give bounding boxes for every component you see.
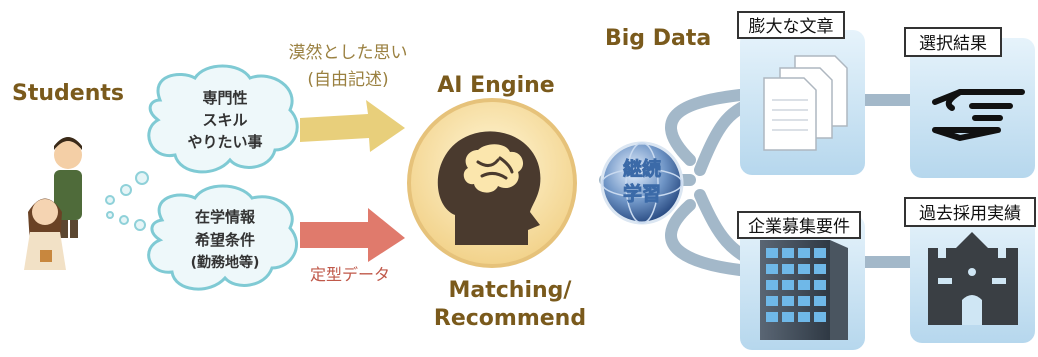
document-stack-icon (763, 55, 848, 151)
card-selection-tag (904, 27, 1002, 57)
card-history (910, 208, 1035, 343)
arrow-top-line-2: (自由記述) (307, 70, 388, 90)
castle-icon (928, 232, 1018, 325)
globe-icon: 継続 学習 (600, 141, 684, 225)
bubble-top-line-3: やりたい事 (187, 133, 262, 151)
thought-bubble-skills: 専門性 スキル やりたい事 (147, 64, 299, 174)
bubble-bottom-line-2: 希望条件 (195, 231, 255, 249)
arrow-bottom-label: 定型データ (310, 265, 390, 284)
engine-title: AI Engine (437, 73, 554, 98)
card-company-label: 企業募集要件 (748, 217, 850, 237)
card-company-tag (737, 211, 861, 239)
bubble-top-line-1: 専門性 (202, 89, 247, 107)
thought-dots (105, 171, 149, 231)
card-company (740, 215, 865, 350)
bubble-bottom-line-1: 在学情報 (195, 208, 256, 226)
ai-engine (407, 98, 577, 268)
thought-bubble-conditions: 在学情報 希望条件 (勤務地等) (147, 184, 298, 291)
big-data-label: Big Data (605, 26, 711, 51)
arrow-free-text (300, 100, 405, 152)
card-documents-tag (737, 11, 845, 39)
students-label: Students (12, 81, 124, 106)
bubble-top-line-2: スキル (202, 111, 247, 129)
card-selection-label: 選択結果 (919, 34, 987, 54)
card-selection (910, 38, 1035, 178)
card-history-label: 過去採用実績 (919, 204, 1021, 224)
engine-caption-line-1: Matching/ (449, 278, 573, 303)
pointing-hand-icon (932, 89, 1025, 141)
bubble-bottom-line-3: (勤務地等) (191, 254, 260, 271)
arrow-structured-data (300, 208, 405, 262)
card-documents-label: 膨大な文章 (749, 17, 834, 37)
card-history-tag (904, 197, 1036, 227)
office-building-icon (760, 240, 848, 340)
globe-line-1: 継続 (623, 157, 661, 180)
brain-head-icon (437, 131, 541, 245)
student-girl-icon (24, 198, 66, 270)
arrow-top-line-1: 漠然とした思い (289, 43, 408, 63)
student-boy-icon (54, 137, 82, 238)
card-documents (740, 30, 865, 175)
engine-caption-line-2: Recommend (434, 306, 586, 331)
globe-line-2: 学習 (623, 182, 661, 205)
